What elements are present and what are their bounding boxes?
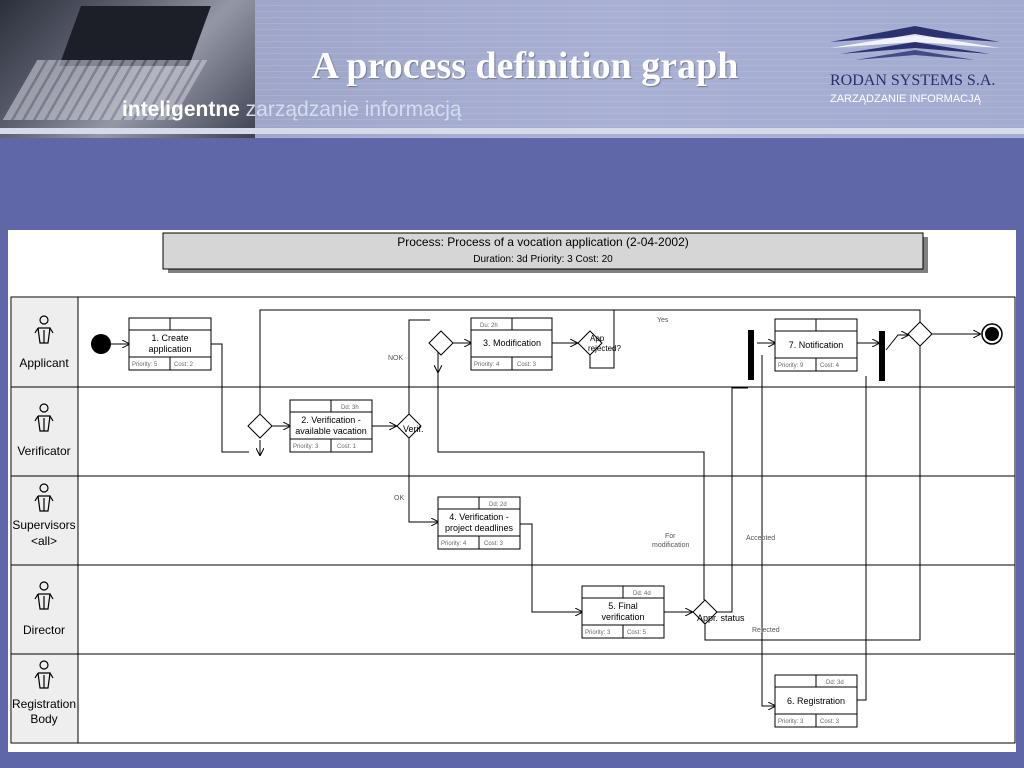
lane-applicant: Applicant — [19, 315, 69, 370]
svg-text:project deadlines: project deadlines — [445, 523, 514, 533]
flow-label-ok: OK — [394, 495, 404, 502]
svg-text:5. Final: 5. Final — [608, 601, 638, 611]
flow-label-accepted: Accepted — [746, 535, 775, 542]
svg-text:Cost: 2: Cost: 2 — [174, 362, 194, 368]
header-laptop-photo — [0, 0, 255, 138]
slide-header: A process definition graph inteligentne … — [0, 0, 1024, 138]
svg-text:Cost: 5: Cost: 5 — [627, 630, 647, 636]
end-node — [981, 323, 1003, 345]
flow-connectors — [111, 309, 980, 706]
task-notification: 7. Notification Priority: 9 Cost: 4 — [774, 318, 858, 372]
svg-text:Dd: 3h: Dd: 3h — [341, 405, 359, 411]
svg-text:Priority: 5: Priority: 5 — [132, 362, 158, 368]
svg-text:verification: verification — [601, 612, 644, 622]
laptop-screen — [59, 6, 211, 66]
diagram-canvas: Process: Process of a vocation applicati… — [8, 230, 1016, 752]
svg-text:Cost: 3: Cost: 3 — [517, 362, 537, 368]
flow-label-yes: Yes — [657, 317, 669, 324]
svg-text:Appr. status: Appr. status — [697, 613, 745, 623]
svg-text:Dd: 3d: Dd: 3d — [826, 680, 844, 686]
diagram-title: Process: Process of a vocation applicati… — [397, 235, 689, 249]
decision-approval-status: Appr. status — [692, 599, 745, 625]
task-final-verification: Dd: 4d 5. Final verification Priority: 3… — [581, 585, 665, 639]
svg-text:Cost: 1: Cost: 1 — [337, 444, 357, 450]
lane-label: Verificator — [17, 444, 70, 458]
svg-text:3. Modification: 3. Modification — [483, 338, 541, 348]
start-node — [91, 334, 111, 354]
diagram-summary: Duration: 3d Priority: 3 Cost: 20 — [473, 254, 613, 265]
lane-label: Applicant — [19, 356, 69, 370]
svg-text:Verif.: Verif. — [403, 424, 424, 434]
brand-subtitle: ZARZĄDZANIE INFORMACJĄ — [830, 93, 981, 105]
svg-text:available vacation: available vacation — [295, 426, 367, 436]
svg-text:6. Registration: 6. Registration — [787, 696, 845, 706]
actor-icon — [34, 403, 54, 432]
tagline-bold: inteligentne — [122, 98, 240, 121]
svg-text:Priority: 9: Priority: 9 — [778, 363, 804, 369]
diagram-title-box: Process: Process of a vocation applicati… — [162, 232, 928, 273]
flow-label-nok: NOK — [388, 355, 404, 362]
rodan-logo-icon — [830, 26, 1000, 60]
svg-text:application: application — [148, 344, 191, 354]
tagline-light: zarządzanie informacją — [239, 98, 462, 121]
task-modification: Du: 2h 3. Modification Priority: 4 Cost:… — [470, 317, 553, 371]
svg-text:1. Create: 1. Create — [151, 333, 188, 343]
decision-app-rejected: App rejected? — [577, 330, 621, 356]
lane-director: Director — [23, 581, 65, 637]
slide-tagline: inteligentne zarządzanie informacją — [122, 98, 462, 122]
svg-text:Priority: 4: Priority: 4 — [474, 362, 500, 368]
svg-text:Dd: 4d: Dd: 4d — [633, 591, 651, 597]
flow-label-rejected: Rejected — [752, 627, 780, 634]
lane-registration-body: Registration Body — [12, 660, 76, 726]
flow-label-for-2: modification — [652, 542, 689, 549]
svg-text:Priority: 4: Priority: 4 — [441, 541, 467, 547]
task-create-application: 1. Create application Priority: 5 Cost: … — [128, 317, 212, 371]
lane-supervisors: Supervisors <all> — [12, 483, 76, 548]
join-bar — [879, 331, 885, 381]
actor-icon — [34, 315, 54, 344]
lane-label: Registration — [12, 697, 76, 711]
process-graph: Process: Process of a vocation applicati… — [10, 232, 1016, 744]
lane-header-column — [12, 298, 78, 742]
lane-label: Director — [23, 623, 65, 637]
svg-text:7. Notification: 7. Notification — [789, 340, 844, 350]
fork-bar — [748, 330, 754, 380]
svg-text:Priority: 3: Priority: 3 — [293, 444, 319, 450]
lane-label-2: <all> — [31, 534, 57, 548]
svg-text:Du: 2h: Du: 2h — [480, 323, 498, 329]
lane-verificator: Verificator — [17, 403, 71, 458]
actor-icon — [34, 660, 54, 689]
svg-text:Priority: 3: Priority: 3 — [585, 630, 611, 636]
decision-final — [907, 321, 933, 347]
task-verification-project-deadlines: Dd: 2d 4. Verification - project deadlin… — [437, 496, 521, 550]
svg-text:Priority: 3: Priority: 3 — [778, 719, 804, 725]
svg-text:Cost: 3: Cost: 3 — [484, 541, 504, 547]
lane-label-2: Body — [30, 712, 57, 726]
svg-text:Cost: 4: Cost: 4 — [820, 363, 840, 369]
actor-icon — [34, 483, 54, 512]
svg-text:Dd: 2d: Dd: 2d — [489, 502, 507, 508]
task-verification-available-vacation: Dd: 3h 2. Verification - available vacat… — [289, 399, 373, 453]
actor-icon — [34, 581, 54, 610]
flow-label-for: For — [665, 533, 676, 540]
svg-text:2. Verification -: 2. Verification - — [301, 415, 361, 425]
decision-verif: Verif. — [396, 413, 424, 439]
lane-label: Supervisors — [12, 518, 75, 532]
slide-title: A process definition graph — [311, 45, 739, 87]
brand-name: RODAN SYSTEMS S.A. — [830, 72, 996, 89]
header-divider — [0, 128, 1024, 134]
svg-text:App: App — [590, 334, 605, 343]
decision-merge-1 — [247, 413, 273, 439]
svg-text:rejected?: rejected? — [588, 344, 621, 353]
decision-merge-2 — [428, 330, 454, 356]
svg-text:Cost: 3: Cost: 3 — [820, 719, 840, 725]
task-registration: Dd: 3d 6. Registration Priority: 3 Cost:… — [774, 674, 858, 728]
svg-text:4. Verification -: 4. Verification - — [449, 512, 509, 522]
